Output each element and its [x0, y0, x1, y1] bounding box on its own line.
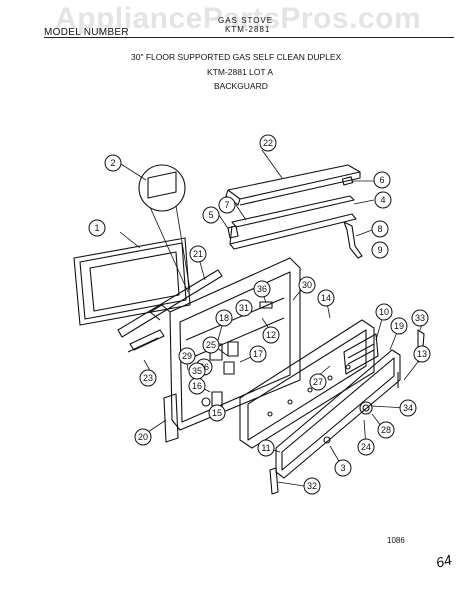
part-14-control-panel	[239, 319, 375, 449]
callout-32: 32	[303, 477, 321, 495]
svg-text:19: 19	[394, 321, 404, 331]
part-20-leg	[163, 393, 179, 443]
svg-text:2: 2	[110, 158, 115, 168]
part-22-trim	[225, 164, 361, 206]
model-code-top: KTM-2881	[225, 25, 271, 34]
part-4-rail	[229, 195, 357, 250]
part-10-clock	[343, 333, 379, 375]
svg-text:5: 5	[208, 210, 213, 220]
svg-text:17: 17	[253, 349, 263, 359]
svg-text:21: 21	[193, 249, 203, 259]
svg-text:20: 20	[138, 432, 148, 442]
callout-35: 35	[188, 362, 206, 380]
svg-text:13: 13	[417, 349, 427, 359]
part-8-bracket	[343, 221, 363, 259]
callout-31: 31	[235, 299, 253, 317]
svg-text:8: 8	[377, 224, 382, 234]
svg-text:10: 10	[379, 307, 389, 317]
svg-text:14: 14	[321, 293, 331, 303]
svg-text:33: 33	[415, 313, 425, 323]
callout-3: 3	[334, 459, 352, 477]
svg-text:36: 36	[257, 284, 267, 294]
callout-34: 34	[399, 399, 417, 417]
callout-10: 10	[375, 303, 393, 321]
callout-4: 4	[374, 191, 392, 209]
svg-text:35: 35	[192, 366, 202, 376]
callout-21: 21	[189, 245, 207, 263]
svg-text:18: 18	[219, 313, 229, 323]
callout-28: 28	[377, 421, 395, 439]
svg-text:12: 12	[266, 330, 276, 340]
part-23-rail	[127, 329, 165, 353]
callout-36: 36	[253, 280, 271, 298]
svg-text:7: 7	[224, 200, 229, 210]
callout-16: 16	[188, 377, 206, 395]
callout-25: 25	[202, 336, 220, 354]
callout-7: 7	[218, 196, 236, 214]
product-type-label: GAS STOVE	[218, 16, 274, 25]
callout-9: 9	[371, 241, 389, 259]
callout-23: 23	[139, 369, 157, 387]
svg-text:3: 3	[340, 463, 345, 473]
callout-27: 27	[309, 373, 327, 391]
svg-text:30: 30	[302, 280, 312, 290]
svg-text:22: 22	[263, 138, 273, 148]
svg-text:28: 28	[381, 425, 391, 435]
callout-2: 2	[104, 154, 122, 172]
model-lot: KTM-2881 LOT A	[207, 67, 273, 77]
watermark-text: AppliancePartsPros.com	[55, 2, 422, 35]
header-rule	[44, 37, 454, 38]
callout-33: 33	[411, 309, 429, 327]
svg-text:23: 23	[143, 373, 153, 383]
part-32-strip	[269, 467, 279, 495]
callout-5: 5	[202, 206, 220, 224]
callout-13: 13	[413, 345, 431, 363]
svg-text:31: 31	[239, 303, 249, 313]
callout-14: 14	[317, 289, 335, 307]
callout-29: 29	[178, 347, 196, 365]
callout-22: 22	[259, 134, 277, 152]
part-1-glass-panel	[73, 237, 191, 326]
part-21-strip	[117, 269, 223, 338]
callout-8: 8	[371, 220, 389, 238]
callout-20: 20	[134, 428, 152, 446]
callout-11: 11	[257, 439, 275, 457]
callout-19: 19	[390, 317, 408, 335]
svg-text:9: 9	[377, 245, 382, 255]
svg-text:16: 16	[192, 381, 202, 391]
svg-text:32: 32	[307, 481, 317, 491]
callout-6: 6	[373, 171, 391, 189]
svg-text:24: 24	[361, 442, 371, 452]
model-number-label: MODEL NUMBER	[44, 27, 129, 38]
svg-text:34: 34	[403, 403, 413, 413]
callout-18: 18	[215, 309, 233, 327]
backguard-frame	[149, 257, 301, 431]
svg-text:4: 4	[380, 195, 385, 205]
detail-magnifier	[138, 164, 191, 293]
page-code: 1086	[387, 536, 405, 545]
callout-15: 15	[208, 404, 226, 422]
callout-24: 24	[357, 438, 375, 456]
product-description: 30" FLOOR SUPPORTED GAS SELF CLEAN DUPLE…	[131, 52, 342, 62]
svg-text:11: 11	[261, 443, 270, 453]
callout-17: 17	[249, 345, 267, 363]
callout-12: 12	[262, 326, 280, 344]
svg-text:27: 27	[313, 377, 323, 387]
svg-text:29: 29	[182, 351, 192, 361]
section-title: BACKGUARD	[214, 81, 268, 91]
callout-30: 30	[298, 276, 316, 294]
part-5-bracket	[227, 225, 239, 239]
callout-1: 1	[88, 219, 106, 237]
diagram-header: AppliancePartsPros.com GAS STOVE KTM-288…	[0, 0, 464, 100]
part-6-clip	[341, 176, 354, 186]
svg-text:25: 25	[206, 340, 216, 350]
svg-text:15: 15	[212, 408, 222, 418]
svg-text:6: 6	[379, 175, 384, 185]
svg-text:1: 1	[94, 223, 99, 233]
